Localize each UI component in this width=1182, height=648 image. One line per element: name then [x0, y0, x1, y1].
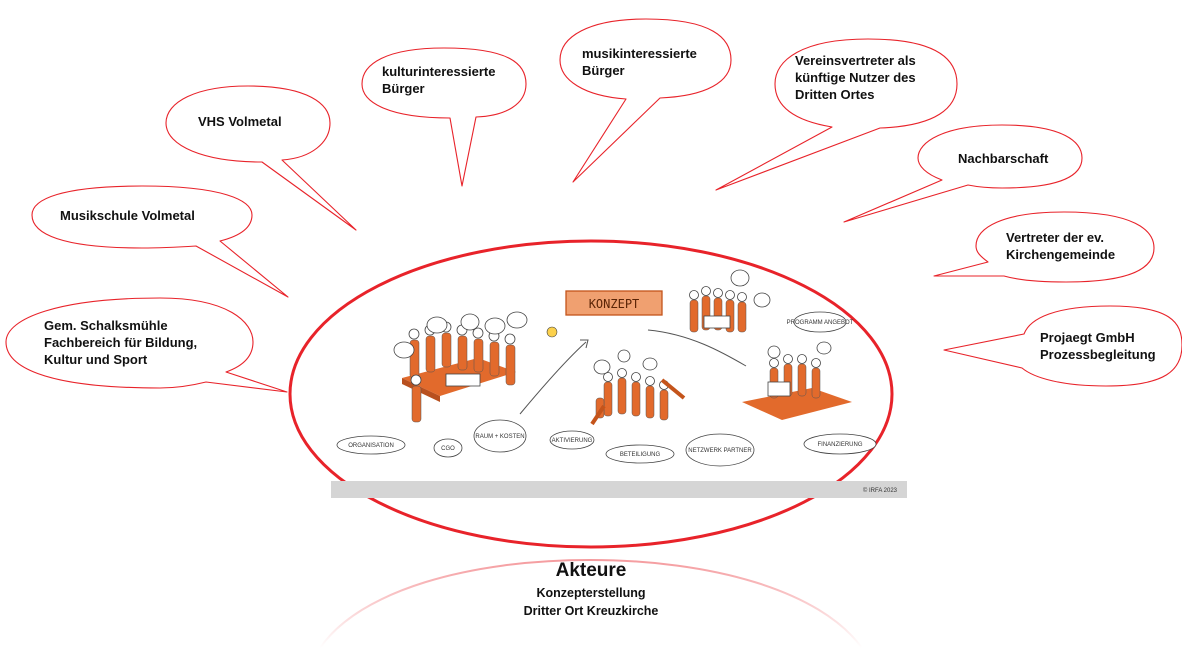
bubble-projaegt — [943, 305, 1182, 387]
bubble-text-verein: Vereinsvertreter als künftige Nutzer des… — [795, 53, 916, 102]
copyright-text: © IRFA 2023 — [863, 487, 898, 494]
speech-bubbles — [5, 18, 1182, 393]
illustration: © IRFA 2023 KONZEPT — [331, 269, 907, 498]
bubble-text-projaegt: Projaegt GmbH Prozessbegleitung — [1040, 330, 1156, 362]
bubble-text-kultur: kulturinteressierte Bürger — [382, 64, 496, 96]
label-organisation: ORGANISATION — [348, 443, 394, 449]
upper-right-group-sketch: PROGRAMM ANGEBOT — [689, 269, 854, 333]
label-aktivierung: AKTIVIERUNG — [552, 438, 593, 444]
label-netzwerk: NETZWERK PARTNER — [688, 448, 752, 454]
bubble-text-musik: musikinteressierte Bürger — [582, 46, 697, 78]
bubble-nachbar — [843, 124, 1083, 223]
bubble-musikschule — [31, 185, 289, 298]
bubble-musik — [559, 18, 732, 183]
konzept-banner — [565, 290, 663, 316]
label-cgo: CGO — [441, 446, 455, 452]
center-subtitle-2: Dritter Ort Kreuzkirche — [523, 604, 659, 618]
bubble-text-gemeinde: Gem. Schalksmühle Fachbereich für Bildun… — [44, 318, 198, 367]
ellipse-reflection — [319, 558, 863, 648]
label-programm: PROGRAMM ANGEBOT — [787, 320, 854, 326]
bubble-text-nachbar: Nachbarschaft — [958, 151, 1049, 166]
left-group-sketch — [393, 311, 589, 423]
bubble-text-kirche: Vertreter der ev. Kirchengemeinde — [1006, 230, 1116, 262]
center-subtitle-1: Konzepterstellung — [536, 586, 646, 600]
bubble-vhs — [165, 85, 357, 231]
central-ellipse — [288, 239, 894, 549]
label-finanzierung: FINANZIERUNG — [818, 442, 863, 448]
right-group-sketch: FINANZIERUNG — [742, 341, 877, 455]
bubble-kultur — [361, 47, 527, 187]
illustration-footer-bar — [331, 481, 907, 498]
konzept-banner-text: KONZEPT — [589, 297, 640, 311]
bubble-text-vhs: VHS Volmetal — [198, 114, 282, 129]
bubble-verein — [715, 38, 958, 191]
sketch-label-bubbles — [336, 419, 755, 467]
label-beteiligung: BETEILIGUNG — [620, 452, 661, 458]
bubble-text-musikschule: Musikschule Volmetal — [60, 208, 195, 223]
label-raum: RAUM + KOSTEN — [475, 434, 524, 440]
middle-group-sketch — [590, 329, 747, 426]
center-title: Akteure — [555, 560, 627, 581]
bubble-gemeinde — [5, 297, 288, 393]
bubble-kirche — [933, 211, 1155, 283]
